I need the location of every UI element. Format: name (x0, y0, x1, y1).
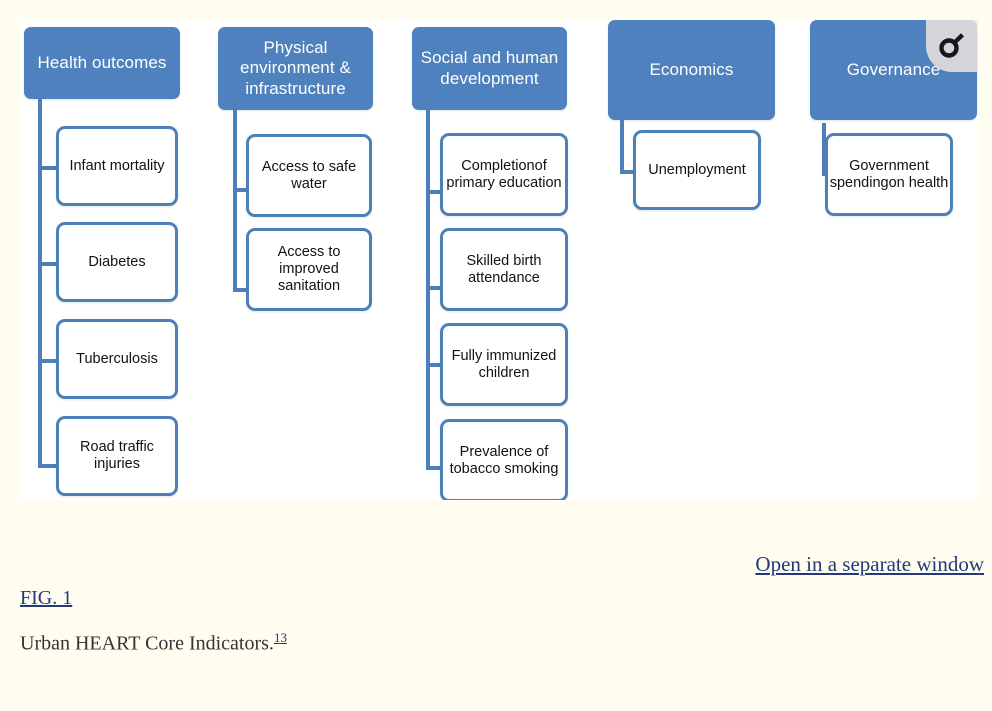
connector-trunk-governance (822, 123, 826, 176)
indicator-box-completion-primary-education: Completionof primary education (440, 133, 568, 216)
connector-stub-access-improved-sanitation (233, 288, 249, 292)
category-header-health-outcomes: Health outcomes (24, 27, 180, 99)
category-header-economics: Economics (608, 20, 775, 120)
connector-stub-completion-primary-education (426, 190, 443, 194)
indicator-box-unemployment: Unemployment (633, 130, 761, 210)
indicator-box-fully-immunized-children: Fully immunized children (440, 323, 568, 406)
figure-label-link[interactable]: FIG. 1 (20, 587, 73, 609)
indicator-box-diabetes: Diabetes (56, 222, 178, 302)
indicator-box-road-traffic-injuries: Road traffic injuries (56, 416, 178, 496)
connector-trunk-economics (620, 118, 624, 174)
connector-trunk-physical-environment (233, 110, 237, 292)
indicator-box-prevalence-tobacco-smoking: Prevalence of tobacco smoking (440, 419, 568, 500)
connector-stub-unemployment (620, 170, 636, 174)
connector-trunk-health-outcomes (38, 99, 42, 468)
category-header-governance: Governance (810, 20, 977, 120)
connector-stub-diabetes (38, 262, 59, 266)
figure-caption-text: Urban HEART Core Indicators. (20, 632, 274, 655)
magnifier-icon[interactable] (926, 20, 978, 72)
figure-image-panel[interactable]: Health outcomes Infant mortality Diabete… (20, 20, 978, 500)
connector-stub-prevalence-tobacco-smoking (426, 466, 443, 470)
connector-stub-fully-immunized-children (426, 363, 443, 367)
connector-stub-access-safe-water (233, 188, 249, 192)
connector-stub-tuberculosis (38, 359, 59, 363)
indicator-box-access-safe-water: Access to safe water (246, 134, 372, 217)
category-header-physical-environment: Physical environment & infrastructure (218, 27, 373, 110)
category-header-social-human-development: Social and human development (412, 27, 567, 110)
indicator-box-infant-mortality: Infant mortality (56, 126, 178, 206)
indicator-box-skilled-birth-attendance: Skilled birth attendance (440, 228, 568, 311)
connector-stub-skilled-birth-attendance (426, 286, 443, 290)
open-in-separate-window-link[interactable]: Open in a separate window (755, 552, 984, 576)
open-separate-window-row: Open in a separate window (0, 552, 992, 577)
citation-reference-link[interactable]: 13 (273, 630, 287, 645)
figure-caption: Urban HEART Core Indicators.13 (20, 630, 287, 656)
indicator-box-government-spending-health: Government spendingon health (825, 133, 953, 216)
indicator-box-access-improved-sanitation: Access to improved sanitation (246, 228, 372, 311)
connector-trunk-social-human-development (426, 110, 430, 470)
figure-label-row: FIG. 1 (20, 587, 72, 610)
indicator-box-tuberculosis: Tuberculosis (56, 319, 178, 399)
connector-stub-road-traffic-injuries (38, 464, 59, 468)
connector-stub-infant-mortality (38, 166, 59, 170)
